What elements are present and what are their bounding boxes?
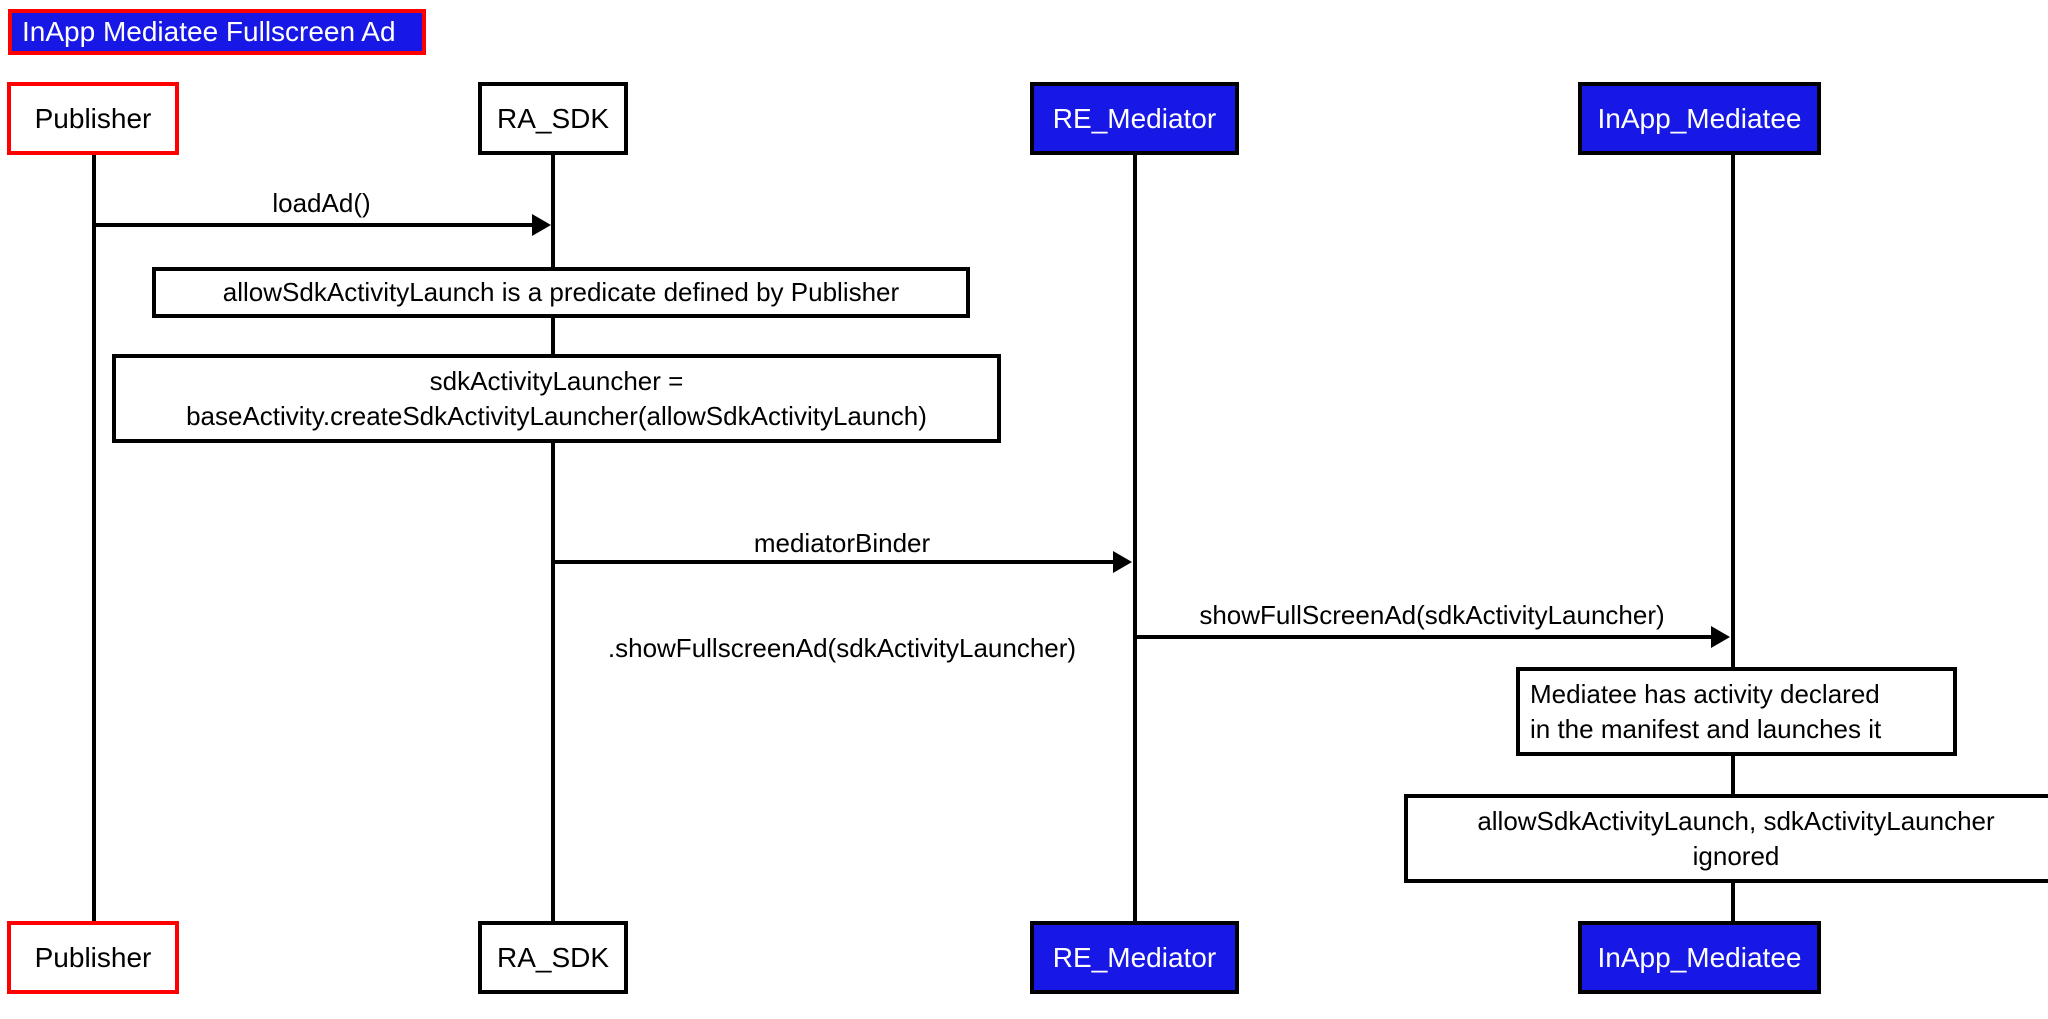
- note-sdk-activity-launcher-creation: sdkActivityLauncher = baseActivity.creat…: [112, 354, 1001, 443]
- note-line: in the manifest and launches it: [1530, 713, 1882, 744]
- diagram-title: InApp Mediatee Fullscreen Ad: [8, 9, 426, 55]
- message-label-line: mediatorBinder: [753, 528, 931, 558]
- participant-inapp-mediatee-bottom[interactable]: InApp_Mediatee: [1578, 921, 1821, 994]
- lifeline-ra-sdk: [551, 155, 555, 922]
- participant-ra-sdk-top[interactable]: RA_SDK: [478, 82, 628, 155]
- message-label-load-ad: loadAd(): [272, 188, 371, 218]
- message-arrowhead-show-fullscreen-ad: [1113, 551, 1132, 573]
- participant-inapp-mediatee-top[interactable]: InApp_Mediatee: [1578, 82, 1821, 155]
- lifeline-re-mediator: [1133, 155, 1137, 922]
- participant-re-mediator-top[interactable]: RE_Mediator: [1030, 82, 1239, 155]
- lifeline-publisher: [92, 155, 96, 922]
- message-arrow-load-ad: [92, 223, 534, 227]
- message-label-show-full-screen-ad: showFullScreenAd(sdkActivityLauncher): [1199, 600, 1665, 630]
- note-line: Mediatee has activity declared: [1530, 678, 1880, 709]
- participant-ra-sdk-bottom[interactable]: RA_SDK: [478, 921, 628, 994]
- message-arrow-show-fullscreen-ad: [551, 560, 1114, 564]
- note-line: baseActivity.createSdkActivityLauncher(a…: [186, 400, 927, 431]
- note-allow-sdk-activity-launch-predicate: allowSdkActivityLaunch is a predicate de…: [152, 267, 970, 318]
- lifeline-inapp-mediatee: [1731, 155, 1735, 922]
- participant-publisher-bottom[interactable]: Publisher: [7, 921, 179, 994]
- note-mediatee-activity-declared: Mediatee has activity declared in the ma…: [1516, 667, 1957, 756]
- message-arrowhead-load-ad: [532, 214, 551, 236]
- note-allow-sdk-activity-launch-ignored: allowSdkActivityLaunch, sdkActivityLaunc…: [1404, 794, 2048, 883]
- note-line: ignored: [1692, 840, 1780, 871]
- message-arrow-show-full-screen-ad: [1133, 635, 1712, 639]
- message-label-line: .showFullscreenAd(sdkActivityLauncher): [607, 633, 1077, 663]
- participant-re-mediator-bottom[interactable]: RE_Mediator: [1030, 921, 1239, 994]
- note-line: sdkActivityLauncher =: [429, 365, 684, 396]
- message-arrowhead-show-full-screen-ad: [1711, 626, 1730, 648]
- participant-publisher-top[interactable]: Publisher: [7, 82, 179, 155]
- note-line: allowSdkActivityLaunch, sdkActivityLaunc…: [1477, 805, 1995, 836]
- message-label-show-fullscreen-ad: mediatorBinder .showFullscreenAd(sdkActi…: [551, 456, 1133, 736]
